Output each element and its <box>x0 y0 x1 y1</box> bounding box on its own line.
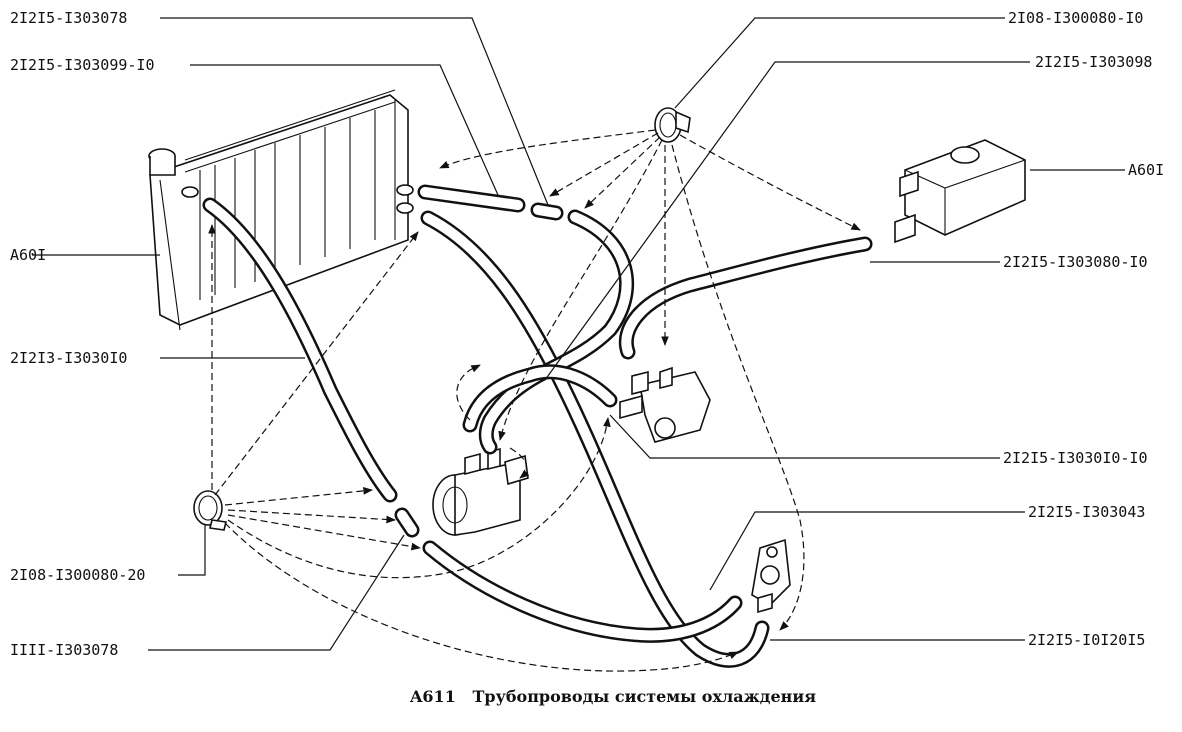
expansion-tank <box>894 139 1026 244</box>
label-part-r6: 2I2I5-I303043 <box>1028 503 1145 521</box>
label-part-l1: 2I2I5-I303078 <box>10 9 127 27</box>
label-radiator: A60I <box>10 246 46 264</box>
hoses <box>202 184 873 668</box>
radiator <box>148 89 414 331</box>
oil-filter-unit <box>432 447 529 536</box>
throttle-fitting <box>751 538 791 614</box>
label-part-r1: 2I08-I300080-I0 <box>1008 9 1143 27</box>
dashed-arrows <box>208 129 861 672</box>
clamps <box>193 107 691 531</box>
figure-caption: A611 Трубопроводы системы охлаждения <box>409 687 816 706</box>
label-part-l5: 2I08-I300080-20 <box>10 566 145 584</box>
label-part-l6: IIII-I303078 <box>10 641 118 659</box>
label-part-r7: 2I2I5-I0I20I5 <box>1028 631 1145 649</box>
label-part-r5: 2I2I5-I3030I0-I0 <box>1003 449 1148 467</box>
label-part-l4: 2I2I3-I3030I0 <box>10 349 127 367</box>
part-labels: 2I2I5-I303078 2I2I5-I303099-I0 A60I 2I2I… <box>10 9 1164 659</box>
label-expansion-tank: A60I <box>1128 161 1164 179</box>
label-part-r2: 2I2I5-I303098 <box>1035 53 1152 71</box>
leader-lines <box>32 17 1125 651</box>
heater-valve <box>619 366 711 443</box>
label-part-l2: 2I2I5-I303099-I0 <box>10 56 155 74</box>
label-part-r4: 2I2I5-I303080-I0 <box>1003 253 1148 271</box>
